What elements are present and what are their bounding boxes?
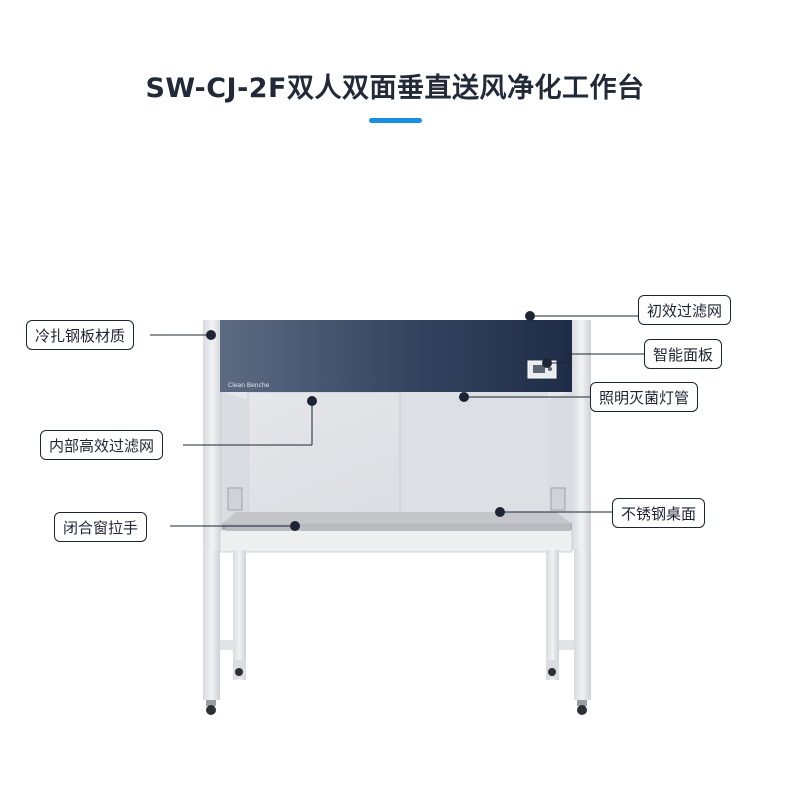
stand [203, 550, 591, 715]
title-underline [369, 118, 422, 123]
sash-handle-bar [226, 526, 570, 531]
caster-wheel [548, 668, 556, 676]
callout-worktop: 不锈钢桌面 [612, 498, 706, 528]
panel-brand-text: Clean Benche [228, 382, 270, 389]
top-panel [220, 320, 572, 392]
caster-wheel [577, 705, 587, 715]
left-post [203, 320, 222, 550]
page-title: SW-CJ-2F双人双面垂直送风净化工作台 [145, 73, 645, 104]
work-chamber [222, 391, 572, 522]
callout-control-panel: 智能面板 [644, 339, 723, 369]
callout-hepa: 内部高效过滤网 [40, 430, 164, 460]
callout-prefilter: 初效过滤网 [638, 295, 732, 325]
callout-steel-plate: 冷扎钢板材质 [26, 320, 135, 350]
caster-wheel [235, 668, 243, 676]
callout-uv-lamp: 照明灭菌灯管 [590, 382, 699, 412]
callout-sash-handle: 闭合窗拉手 [54, 512, 148, 542]
caster-wheel [206, 705, 216, 715]
callout-dots [206, 311, 552, 531]
right-post [572, 320, 591, 550]
sash-frame [219, 529, 573, 553]
